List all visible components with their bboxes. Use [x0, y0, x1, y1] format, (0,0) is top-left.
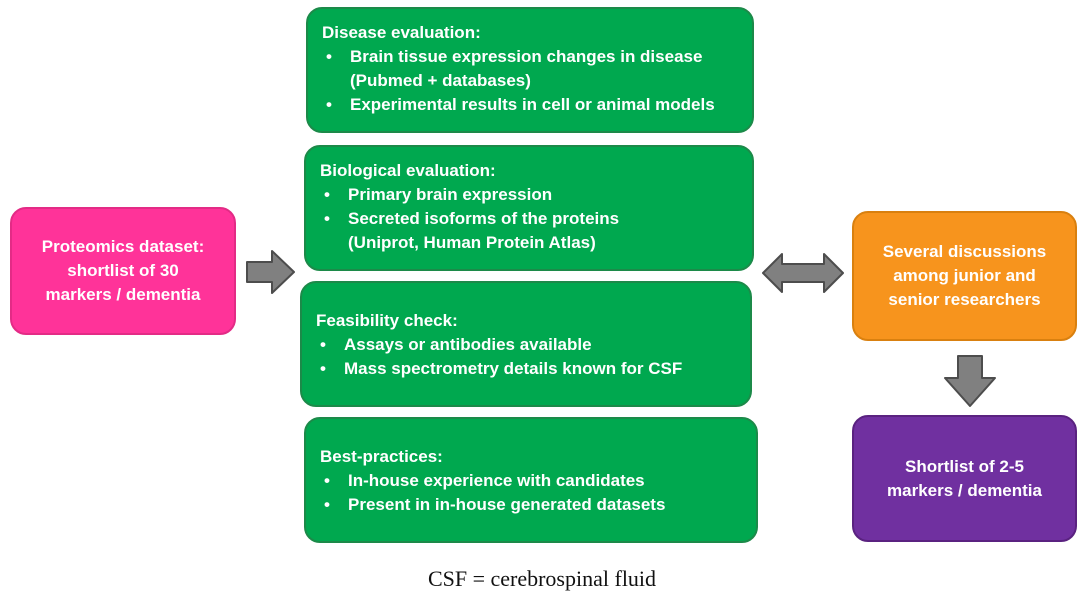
- feasibility-check-title: Feasibility check:: [316, 311, 458, 330]
- shortlist-box: Shortlist of 2-5 markers / dementia: [852, 415, 1077, 542]
- best-practices-box: Best-practices: In-house experience with…: [304, 417, 758, 543]
- discussions-text: Several discussions among junior and sen…: [883, 240, 1046, 312]
- disease-evaluation-title: Disease evaluation:: [322, 23, 481, 42]
- best-practices-list: In-house experience with candidates Pres…: [320, 469, 742, 517]
- disease-item-2: Experimental results in cell or animal m…: [350, 95, 715, 114]
- proteomics-dataset-line-2: shortlist of 30: [67, 261, 179, 280]
- list-item: Mass spectrometry details known for CSF: [316, 357, 736, 381]
- discussions-line-2: among junior and: [893, 266, 1036, 285]
- feasibility-check-box: Feasibility check: Assays or antibodies …: [300, 281, 752, 407]
- double-arrow-icon: [762, 253, 844, 293]
- right-arrow-icon: [246, 250, 295, 294]
- list-item: Present in in-house generated datasets: [320, 493, 742, 517]
- down-arrow-icon: [944, 355, 996, 407]
- list-item: In-house experience with candidates: [320, 469, 742, 493]
- shortlist-text: Shortlist of 2-5 markers / dementia: [887, 455, 1042, 503]
- proteomics-dataset-line-3: markers / dementia: [45, 285, 201, 304]
- discussions-line-3: senior researchers: [888, 290, 1041, 309]
- list-item: Brain tissue expression changes in disea…: [322, 45, 738, 93]
- disease-item-1-line-1: Brain tissue expression changes in disea…: [350, 47, 703, 66]
- best-practices-item-1: In-house experience with candidates: [348, 471, 645, 490]
- list-item: Experimental results in cell or animal m…: [322, 93, 738, 117]
- list-item: Secreted isoforms of the proteins (Unipr…: [320, 207, 738, 255]
- figure-caption: CSF = cerebrospinal fluid: [427, 566, 657, 591]
- shortlist-line-1: Shortlist of 2-5: [904, 456, 1024, 476]
- discussions-box: Several discussions among junior and sen…: [852, 211, 1077, 341]
- list-item: Primary brain expression: [320, 183, 738, 207]
- feasibility-check-list: Assays or antibodies available Mass spec…: [316, 333, 736, 381]
- list-item: Assays or antibodies available: [316, 333, 736, 357]
- feasibility-item-2: Mass spectrometry details known for CSF: [344, 359, 683, 378]
- biological-evaluation-title: Biological evaluation:: [320, 161, 496, 180]
- discussions-line-1: Several discussions: [882, 242, 1047, 261]
- biological-item-1: Primary brain expression: [348, 185, 553, 204]
- shortlist-line-2: markers / dementia: [887, 480, 1042, 500]
- biological-evaluation-box: Biological evaluation: Primary brain exp…: [304, 145, 754, 271]
- proteomics-dataset-line-1: Proteomics dataset:: [41, 237, 205, 256]
- proteomics-dataset-box: Proteomics dataset: shortlist of 30 mark…: [10, 207, 236, 335]
- biological-evaluation-list: Primary brain expression Secreted isofor…: [320, 183, 738, 255]
- biological-item-2-line-1: Secreted isoforms of the proteins: [348, 209, 620, 228]
- disease-evaluation-list: Brain tissue expression changes in disea…: [322, 45, 738, 117]
- disease-item-1-line-2: (Pubmed + databases): [350, 71, 531, 90]
- feasibility-item-1: Assays or antibodies available: [344, 335, 592, 354]
- disease-evaluation-box: Disease evaluation: Brain tissue express…: [306, 7, 754, 133]
- proteomics-dataset-text: Proteomics dataset: shortlist of 30 mark…: [42, 235, 205, 307]
- best-practices-item-2: Present in in-house generated datasets: [348, 495, 666, 514]
- best-practices-title: Best-practices:: [320, 447, 443, 466]
- biological-item-2-line-2: (Uniprot, Human Protein Atlas): [348, 233, 596, 252]
